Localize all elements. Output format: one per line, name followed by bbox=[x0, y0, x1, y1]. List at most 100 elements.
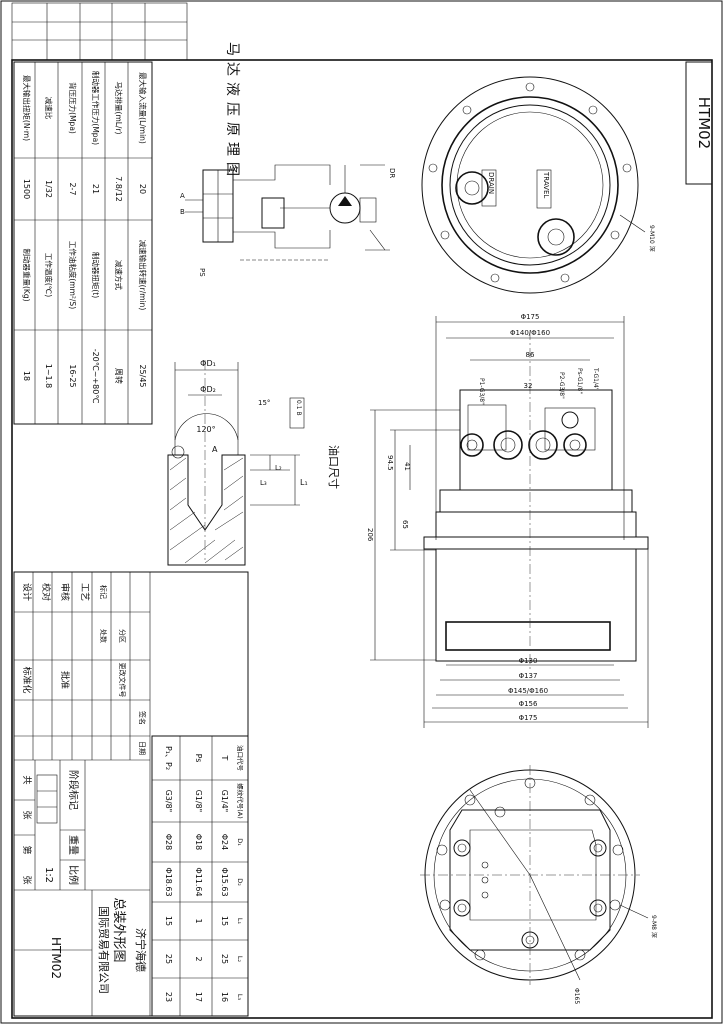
brake-symbol bbox=[261, 197, 285, 229]
spec-cell: 减速输出转速(r/min) bbox=[138, 240, 148, 311]
port-cell: 25 bbox=[164, 954, 173, 964]
dim-206: 206 bbox=[366, 528, 374, 542]
dim-l3: L₃ bbox=[260, 479, 267, 487]
side-port-circles bbox=[460, 411, 587, 460]
spec-cell: 16-25 bbox=[68, 364, 77, 387]
port-p1-note: P1-G3/8" bbox=[478, 378, 485, 405]
spec-cell: 7.8/12 bbox=[114, 176, 123, 202]
port-cell: Ps bbox=[194, 754, 203, 763]
port-cell: G1/8" bbox=[194, 790, 203, 813]
hyd-port-b: B bbox=[180, 208, 185, 216]
dim-65: 65 bbox=[401, 520, 409, 529]
dim-d2: ΦD₂ bbox=[200, 385, 216, 394]
drawing-number-top: HTM02 bbox=[695, 97, 713, 149]
port-cell: 2 bbox=[194, 956, 203, 961]
port-cell: Φ18 bbox=[194, 834, 203, 850]
spec-cell: 减速方式 bbox=[114, 260, 124, 290]
angle-15: 15° bbox=[258, 399, 270, 407]
angle-120: 120° bbox=[196, 425, 215, 434]
port-cell: Φ28 bbox=[164, 834, 173, 850]
spec-cell: 2-7 bbox=[68, 182, 77, 195]
port-ps-note: Ps-G1/8" bbox=[576, 368, 583, 394]
drawing-number-bottom: HTM02 bbox=[49, 937, 63, 979]
port-cell: Φ15.63 bbox=[220, 867, 229, 896]
spec-cell: 最大输出扭矩(N·m) bbox=[22, 75, 32, 141]
dim-d175-top: Φ175 bbox=[521, 313, 540, 321]
dim-d137: Φ137 bbox=[519, 672, 538, 680]
tb-process-label: 工艺 bbox=[79, 583, 90, 601]
port-cell: P₁、P₂ bbox=[164, 746, 173, 770]
tb-check-label: 校对 bbox=[40, 583, 52, 601]
port-cell: T bbox=[220, 755, 229, 761]
dim-d175-bottom: Φ175 bbox=[519, 714, 538, 722]
datum-box: 0.1 B bbox=[295, 400, 302, 416]
dim-41: 41 bbox=[403, 462, 411, 471]
port-size-title: 油口尺寸 bbox=[327, 445, 341, 489]
reducer-symbol bbox=[359, 197, 377, 223]
port-cell: G3/8" bbox=[164, 790, 173, 813]
top-end-view: DRAIN TRAVEL 9-M10 深 bbox=[421, 76, 656, 294]
port-header-cell: L₁ bbox=[236, 918, 244, 925]
spec-cell: 马达排量(mL/r) bbox=[114, 82, 124, 135]
port-cell: 23 bbox=[164, 992, 173, 1002]
port-cell: Φ11.64 bbox=[194, 867, 203, 896]
hole-note-bottom: 9-M8 深 bbox=[650, 915, 658, 938]
tb-count-label: 处数 bbox=[99, 629, 108, 643]
spec-cell: 减速比 bbox=[44, 97, 54, 120]
port-cell: 1 bbox=[194, 918, 203, 923]
spec-table-cells: 最大输入流量(L/min) 20 减速输出转速(r/min) 25/45 马达排量(mL… bbox=[22, 71, 148, 403]
port-table bbox=[151, 735, 249, 1017]
surface-label: A bbox=[212, 445, 218, 454]
dim-d130: Φ130 bbox=[519, 657, 538, 665]
port-header-cell: 螺纹代号(A) bbox=[236, 783, 245, 819]
tb-design-label: 设计 bbox=[21, 583, 33, 601]
spec-table bbox=[13, 61, 153, 425]
port-t-note: T-G1/4" bbox=[592, 367, 599, 391]
tb-scale-value: 1:2 bbox=[43, 867, 54, 883]
surface-mark-icon bbox=[171, 445, 185, 459]
port-header-cell: L₂ bbox=[236, 956, 244, 963]
company-line1: 济宁海德 bbox=[134, 928, 148, 972]
drain-label: DRAIN bbox=[487, 172, 495, 194]
port-header-cell: 油口代号 bbox=[236, 745, 245, 772]
dim-l2: L₂ bbox=[275, 464, 282, 472]
port-cell: 16 bbox=[220, 992, 229, 1002]
hyd-ps-label: PS bbox=[198, 268, 206, 277]
tb-sign-label: 签名 bbox=[138, 711, 147, 725]
hydraulic-title: 马达液压原理图 bbox=[224, 42, 240, 182]
spec-cell: 背压压力(Mpa) bbox=[68, 82, 78, 134]
tb-change-label: 更改文件号 bbox=[118, 663, 127, 698]
dim-d140-top: Φ140/Φ160 bbox=[510, 329, 550, 337]
spec-cell: 1/32 bbox=[44, 180, 53, 198]
spec-cell: 25/45 bbox=[138, 364, 147, 387]
spec-cell: 最大输入流量(L/min) bbox=[138, 72, 148, 144]
tb-zone-label: 分区 bbox=[118, 629, 127, 643]
port-cell: Φ24 bbox=[220, 834, 229, 850]
port-header-cell: L₃ bbox=[236, 994, 244, 1001]
tb-approve-label: 批准 bbox=[59, 671, 71, 689]
tb-weight-label: 重量 bbox=[67, 835, 80, 855]
spec-cell: 制动器重量(Kg) bbox=[22, 248, 32, 301]
port-table-cells: 油口代号螺纹代号(A)D₁D₂L₁L₂L₃TG1/4"Φ24Φ15.631525… bbox=[164, 745, 245, 1002]
spec-cell: 制动器扭矩(t) bbox=[91, 252, 101, 298]
hyd-dr-label: DR bbox=[388, 168, 396, 178]
dim-l1: L₁ bbox=[300, 478, 308, 487]
dim-d1: ΦD₁ bbox=[200, 359, 216, 368]
tb-scale-label: 比例 bbox=[67, 865, 80, 885]
spec-cell: 1~1.8 bbox=[44, 364, 53, 389]
tb-review-label: 审核 bbox=[59, 583, 71, 601]
tb-sheet-total: 共 bbox=[21, 775, 32, 784]
bottom-end-view: 9-M8 深 Φ165 bbox=[420, 765, 658, 1004]
spec-cell: 20 bbox=[138, 184, 147, 194]
dim-86: 86 bbox=[526, 351, 535, 359]
port-header-cell: D₁ bbox=[236, 838, 244, 846]
port-header-cell: D₂ bbox=[236, 878, 244, 886]
drawing-frame bbox=[11, 59, 713, 1019]
title-block-text: 设计 校对 审核 工艺 标记 处数 分区 更改文件号 签名 日期 标准化 批准 … bbox=[21, 583, 148, 994]
spec-cell: 21 bbox=[91, 184, 100, 194]
spec-cell: 工作温度(℃) bbox=[44, 253, 54, 297]
tb-date-label: 日期 bbox=[138, 741, 146, 755]
revision-strip bbox=[11, 2, 188, 61]
